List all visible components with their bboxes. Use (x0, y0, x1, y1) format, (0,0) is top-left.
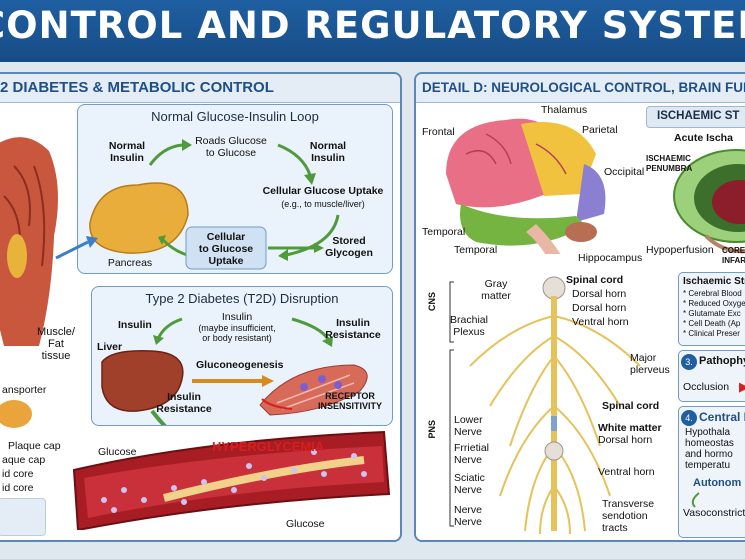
pathophysiology-title: Pathophy (699, 355, 745, 367)
glucose-top-label: Glucose (98, 446, 137, 458)
transporter-label: ansporter (2, 384, 47, 396)
ischaemic-bullet-5: * Clinical Preser (683, 329, 740, 338)
acute-ischaemia-label: Acute Ischa (674, 132, 733, 144)
stroke-brain-illustration (673, 149, 745, 254)
temporal-label-1: Temporal (422, 226, 466, 238)
right-panel-title: DETAIL D: NEUROLOGICAL CONTROL, BRAIN FU… (422, 80, 745, 95)
liver-label: Liver (97, 341, 123, 353)
central-box: 4. Central F Hypothala homeostas and hor… (678, 406, 745, 538)
t2d-insulin-resistance-right: Insulin Resistance (325, 317, 381, 341)
spinal-cord-mid-label: Spinal cord (602, 400, 660, 412)
penumbra-label: ISCHAEMIC PENUMBRA (646, 154, 693, 173)
brachial-plexus-label: Brachial Plexus (450, 314, 488, 338)
t2d-insulin-left: Insulin (118, 319, 152, 331)
left-panel-title: 2 DIABETES & METABOLIC CONTROL (0, 79, 274, 96)
dorsal-horn-label-1: Dorsal horn (572, 288, 627, 300)
stored-glycogen-label: Stored Glycogen (325, 235, 373, 259)
right-panel-header: DETAIL D: NEUROLOGICAL CONTROL, BRAIN FU… (416, 74, 745, 103)
cns-label: CNS (427, 292, 437, 312)
receptor-insensitivity-label: RECEPTOR INSENSITIVITY (317, 391, 382, 411)
plaque-illustration (0, 400, 32, 428)
uptake-sub: (e.g., to muscle/liver) (281, 199, 365, 209)
muscle-body-illustration (0, 137, 58, 346)
thalamus-label: Thalamus (541, 104, 588, 116)
plaque-cap-label-2: aque cap (2, 454, 46, 466)
normal-loop-box: Normal Glucose-Insulin Loop Normal Insul… (77, 104, 393, 274)
left-panel: 2 DIABETES & METABOLIC CONTROL Muscle/ F… (0, 72, 402, 542)
hypoperfusion-label: Hypoperfusion (646, 244, 714, 256)
ischaemic-tab-label: ISCHAEMIC ST (657, 110, 740, 122)
ischaemic-box-title: Ischaemic Str (683, 276, 745, 287)
ventral-horn-label-1: Ventral horn (572, 316, 629, 328)
cellular-uptake-label: Cellular to Glucose Uptake (198, 231, 254, 267)
normal-loop-title: Normal Glucose-Insulin Loop (151, 109, 319, 124)
vasoconstriction-label: Vasoconstrict (683, 507, 745, 519)
dorsal-horn-label-2: Dorsal horn (572, 302, 627, 314)
roads-glucose-label: Roads Glucose to Glucose (195, 135, 267, 159)
spinal-cord-top-label: Spinal cord (566, 274, 624, 286)
title-banner: CONTROL AND REGULATORY SYSTEM (0, 0, 745, 62)
body-to-loop-arrow (55, 236, 98, 260)
pns-label: PNS (427, 420, 437, 439)
ischaemic-bullet-2: * Reduced Oxyge (683, 299, 745, 308)
occlusion-arrow-icon: ▶ (739, 379, 745, 395)
lower-nerve-label: Lower Nerve (454, 414, 483, 438)
lipid-core-label-1: id core (2, 468, 34, 480)
t2d-box: Type 2 Diabetes (T2D) Disruption Insulin… (91, 286, 393, 426)
autonomic-label: Autonom (693, 477, 742, 489)
normal-insulin-left: Normal Insulin (108, 140, 146, 164)
frontal-label: Frontal (422, 126, 455, 138)
major-plerveus-label: Major plerveus (630, 352, 670, 376)
occipital-label: Occipital (604, 166, 645, 178)
ischaemic-bullet-3: * Glutamate Exc (683, 309, 741, 318)
pathophysiology-box: 3. Pathophy Occlusion ▶ (678, 350, 745, 402)
hippocampus-label: Hippocampus (578, 252, 643, 264)
ischaemic-bullet-1: * Cerebral Blood (683, 289, 742, 298)
nervous-system-illustration (449, 276, 641, 535)
central-number: 4. (681, 410, 697, 426)
central-title: Central F (699, 410, 745, 424)
t2d-insulin-mid: Insulin (221, 311, 253, 323)
uptake-title: Cellular Glucose Uptake (262, 185, 384, 197)
plaque-cap-label-1: Plaque cap (8, 440, 61, 452)
t2d-illustration (101, 317, 368, 425)
nerve-nerve-label: Nerve Nerve (454, 504, 483, 528)
ischaemic-info-box: Ischaemic Str * Cerebral Blood * Reduced… (678, 272, 745, 346)
t2d-insulin-mid-sub: (maybe insufficient, or body resistant) (198, 323, 276, 343)
hypothalamus-text: Hypothala homeostas and hormo temperatu (685, 427, 734, 471)
frrietial-nerve-label: Frrietial Nerve (454, 442, 490, 466)
temporal-label-2: Temporal (454, 244, 498, 256)
hyperglycemia-label: HYPERGLYCEMIA (212, 439, 325, 454)
sciatic-nerve-label: Sciatic Nerve (454, 472, 485, 496)
occlusion-label: Occlusion (683, 381, 730, 393)
right-panel: DETAIL D: NEUROLOGICAL CONTROL, BRAIN FU… (414, 72, 745, 542)
glucose-bottom-label: Glucose (286, 518, 325, 530)
gray-matter-label: Gray matter (481, 278, 511, 302)
lipid-core-label-2: id core (2, 482, 34, 494)
ischaemic-bullet-4: * Cell Death (Ap (683, 319, 741, 328)
page-title: CONTROL AND REGULATORY SYSTEM (0, 4, 745, 47)
autonomic-arrows (691, 492, 700, 508)
transverse-tracts-label: Transverse sendotion tracts (602, 498, 655, 534)
parietal-label: Parietal (582, 124, 618, 136)
pathophysiology-number: 3. (681, 354, 697, 370)
white-matter-label: White matter (598, 422, 662, 434)
gluconeogenesis-label: Gluconeogenesis (196, 359, 284, 371)
core-infarct-label: CORE INFARCT (722, 246, 745, 265)
normal-loop-arrows (89, 139, 340, 270)
ischaemic-tab: ISCHAEMIC ST (646, 106, 745, 128)
t2d-title: Type 2 Diabetes (T2D) Disruption (145, 291, 339, 306)
brain-illustration (446, 118, 606, 254)
left-blank-box (0, 498, 46, 536)
left-panel-header: 2 DIABETES & METABOLIC CONTROL (0, 74, 400, 103)
ventral-horn-label-2: Ventral horn (598, 466, 655, 478)
normal-insulin-right: Normal Insulin (309, 140, 347, 164)
muscle-fat-label: Muscle/ Fat tissue (37, 326, 75, 362)
blood-vessel-illustration (72, 430, 391, 530)
t2d-insulin-resistance-left: Insulin Resistance (156, 391, 212, 415)
pancreas-label: Pancreas (107, 257, 153, 269)
dorsal-horn-label-3: Dorsal horn (598, 434, 653, 446)
